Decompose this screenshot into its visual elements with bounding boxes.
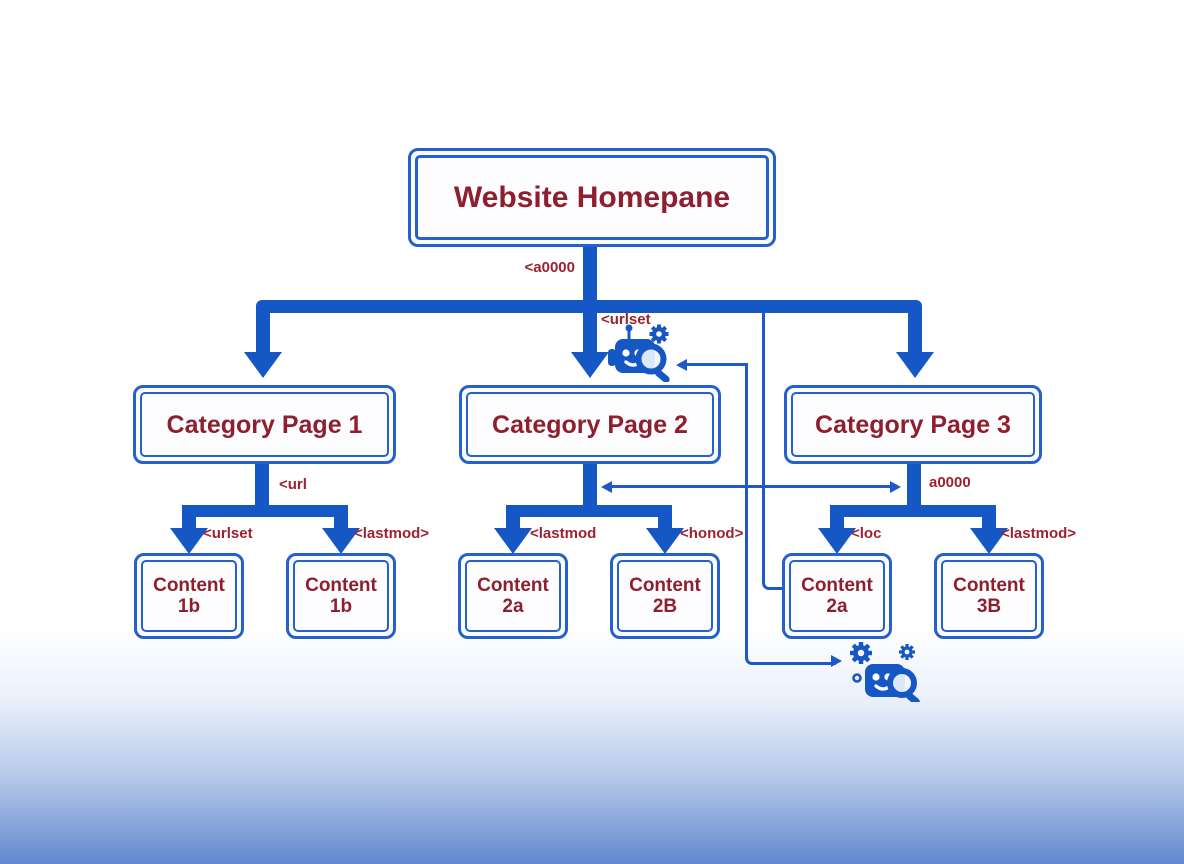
node-content-2b-line1: Content [629,574,701,596]
connector-cat2-bar [506,505,672,517]
annotation-urlset-top: <urlset [601,311,651,328]
node-content-3a-line2: 2a [826,596,848,617]
connector-cat2-right-shaft [658,505,672,531]
connector-arrow-cat3-shaft [908,306,922,354]
annotation-cat2-left: <lastmod [530,525,597,542]
annotation-cat1-stem: <url [279,476,307,493]
node-content-1a: Content 1b [134,553,244,639]
node-content-1b-line2: 1b [329,596,353,617]
arrowhead-down-content3a-icon [818,528,856,554]
node-content-1a-line1: Content [153,574,225,596]
arrowhead-left-cat2-icon [601,481,612,493]
arrowhead-right-crawler-icon [831,655,842,667]
connector-cat1-bar [182,505,346,517]
annotation-cat3-right: <lastmod> [1001,525,1077,542]
annotation-cat3-stem: a0000 [929,474,971,491]
arrowhead-down-cat3-icon [896,352,934,378]
node-content-1b-line1: Content [305,574,377,596]
annotation-cat3-left: <loc [851,525,882,542]
connector-cat2-cat3-link [611,485,891,488]
connector-cat3-stem [907,464,921,507]
node-category-page-2: Category Page 2 [459,385,721,464]
connector-arrow-cat1-shaft [256,306,270,354]
node-content-2b: Content 2B [610,553,720,639]
node-content-2a-line1: Content [477,574,549,596]
connector-cat1-stem [255,464,269,507]
arrowhead-down-cat1-icon [244,352,282,378]
arrowhead-down-content2b-icon [646,528,684,554]
annotation-cat1-left: <urlset [203,525,253,542]
node-content-3b-line2: 3B [976,596,1002,617]
crawler-bot-magnifier-icon [602,324,676,383]
node-category-page-3: Category Page 3 [784,385,1042,464]
annotation-cat1-right: <lastmod> [354,525,430,542]
node-content-3b-line1: Content [953,574,1025,596]
connector-to-bottom-crawler [745,364,836,665]
node-content-2a-line2: 2a [502,596,524,617]
arrowhead-down-cat2-icon [571,352,609,378]
node-category-page-1: Category Page 1 [133,385,396,464]
node-content-3a: Content 2a [782,553,892,639]
connector-cat1-left-shaft [182,505,196,531]
arrowhead-down-content1a-icon [170,528,208,554]
crawler-bot-gears-magnifier-icon [843,640,927,706]
connector-cat2-left-shaft [506,505,520,531]
arrowhead-left-crawler-icon [676,359,687,371]
arrowhead-down-content3b-icon [970,528,1008,554]
connector-cat2-stem [583,464,597,507]
node-website-homepage-label: Website Homepane [453,180,731,214]
crawler-bot-gears-svg [850,642,920,706]
node-website-homepage: Website Homepane [408,148,776,247]
node-content-3b: Content 3B [934,553,1044,639]
node-content-1b: Content 1b [286,553,396,639]
node-category-page-3-label: Category Page 3 [815,410,1011,439]
annotation-cat2-right: <honod> [680,525,744,542]
connector-cat3-bar [830,505,996,517]
node-category-page-2-label: Category Page 2 [492,410,688,439]
arrowhead-down-content1b-icon [322,528,360,554]
annotation-homepage-stem: <a0000 [524,259,575,276]
connector-trunk-to-content3a [762,313,785,590]
node-content-2a: Content 2a [458,553,568,639]
connector-cat3-left-shaft [830,505,844,531]
node-content-3a-line1: Content [801,574,873,596]
node-content-1a-line2: 1b [177,596,201,617]
connector-cat1-right-shaft [334,505,348,531]
connector-arrow-cat2-shaft [583,306,597,354]
node-category-page-1-label: Category Page 1 [166,410,363,439]
connector-to-top-crawler [687,363,748,366]
node-content-2b-line2: 2B [652,596,678,617]
connector-homepage-stem [583,247,597,307]
arrowhead-down-content2a-icon [494,528,532,554]
arrowhead-right-cat3-icon [890,481,901,493]
connector-cat3-right-shaft [982,505,996,531]
crawler-bot-svg [608,324,670,383]
